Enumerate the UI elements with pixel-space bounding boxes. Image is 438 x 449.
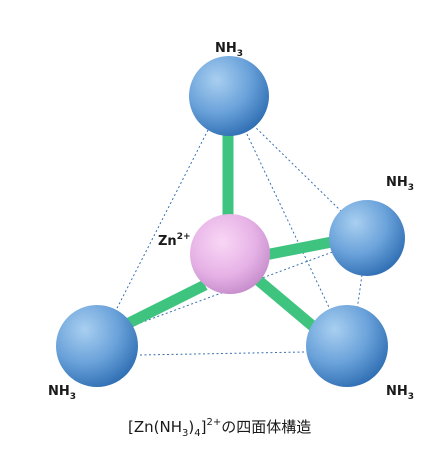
ammonia-sphere-top: [189, 56, 269, 136]
caption: [Zn(NH3)4]2+の四面体構造: [128, 417, 311, 439]
edge-top-bottom-right: [244, 129, 336, 321]
ammonia-sphere-right: [329, 200, 405, 276]
ammonia-sphere-left: [56, 305, 138, 387]
bonds: [122, 132, 344, 333]
bond-bottom-right: [254, 275, 319, 333]
zinc-ion-sphere: [190, 214, 270, 294]
bond-right: [263, 234, 344, 261]
ligand-label-bottom-right: NH3: [386, 384, 414, 402]
center-label-zn: Zn2+: [158, 232, 191, 249]
edge-right-bottom-right: [356, 274, 363, 311]
edge-top-right: [249, 121, 346, 216]
ammonia-sphere-bottom-right: [306, 305, 388, 387]
edge-left-bottom-right: [139, 351, 306, 356]
ligand-label-left: NH3: [48, 384, 76, 402]
bond-left: [122, 280, 208, 330]
ligand-label-right: NH3: [386, 175, 414, 193]
ligand-label-top: NH3: [215, 41, 243, 59]
